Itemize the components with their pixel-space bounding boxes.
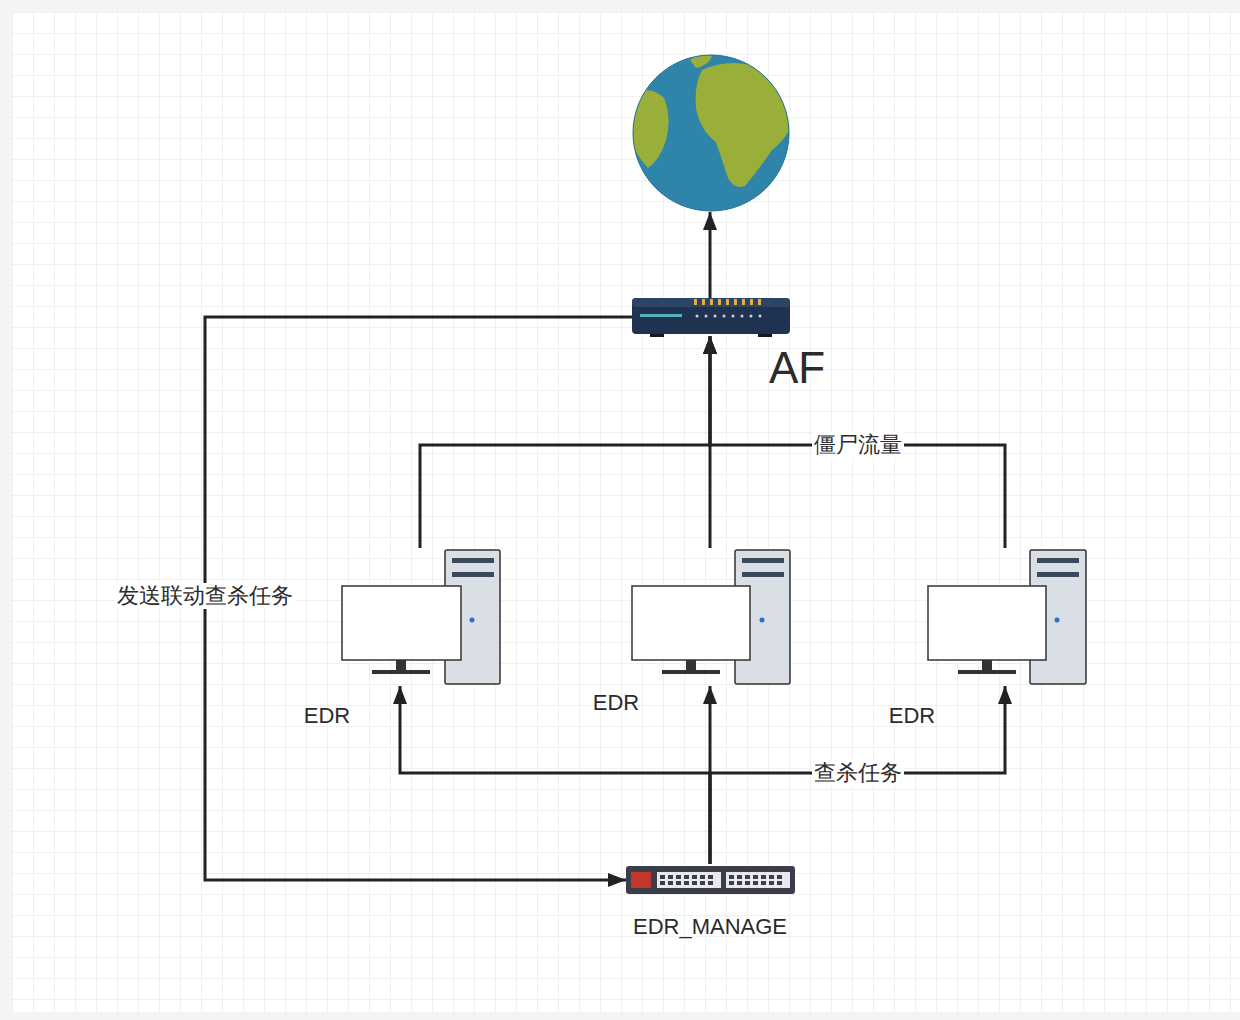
edge-label: 僵尸流量 [812, 432, 904, 457]
node-label: AF [769, 343, 825, 394]
edr-host: EDR [928, 548, 1087, 686]
computer-icon [342, 550, 500, 684]
switch-icon [626, 866, 795, 894]
edge-label: 查杀任务 [812, 760, 904, 785]
edr-manager: EDR_MANAGE [626, 864, 795, 896]
firewall-device: AF [632, 298, 790, 336]
canvas [12, 12, 1240, 1012]
node-label: EDR [889, 703, 935, 728]
node-label: EDR_MANAGE [633, 914, 787, 939]
node-label: EDR [593, 690, 639, 715]
grid [12, 12, 1240, 1012]
firewall-icon [632, 298, 790, 337]
internet-globe [630, 55, 792, 211]
node-label: EDR [304, 703, 350, 728]
edr-host: EDR [632, 548, 791, 686]
internet-arrow [709, 212, 712, 298]
connector [710, 336, 1005, 548]
computer-icon [632, 550, 790, 684]
edr-host: EDR [342, 548, 501, 686]
connector [400, 686, 710, 864]
connector [710, 686, 1005, 864]
edge-label: 发送联动查杀任务 [115, 583, 295, 608]
computer-icon [928, 550, 1086, 684]
connector [420, 336, 710, 548]
